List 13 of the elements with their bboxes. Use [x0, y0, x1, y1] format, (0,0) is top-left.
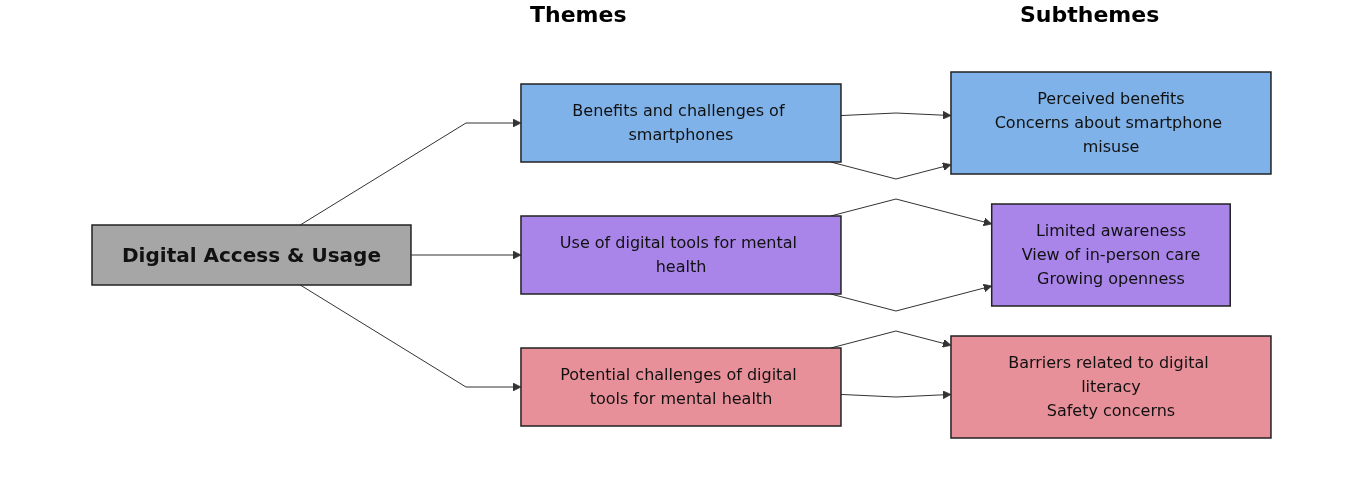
node-box: Potential challenges of digital tools for mental health	[519, 347, 842, 427]
column-heading: Subthemes	[1020, 2, 1160, 27]
node-box: Barriers related to digital literacy Safety concerns	[949, 335, 1272, 439]
node-box: Limited awareness View of in-person care Growing openness	[990, 203, 1231, 307]
arrow	[410, 250, 521, 260]
node-box: Digital Access & Usage	[90, 224, 412, 286]
arrow	[299, 118, 521, 226]
arrow	[840, 110, 951, 120]
node-box: Perceived benefits Concerns about smartphone misuse	[949, 71, 1272, 175]
node-box: Benefits and challenges of smartphones	[519, 83, 842, 163]
column-heading: Themes	[530, 2, 627, 27]
node-box: Use of digital tools for mental health	[519, 215, 842, 295]
arrow	[840, 390, 951, 400]
